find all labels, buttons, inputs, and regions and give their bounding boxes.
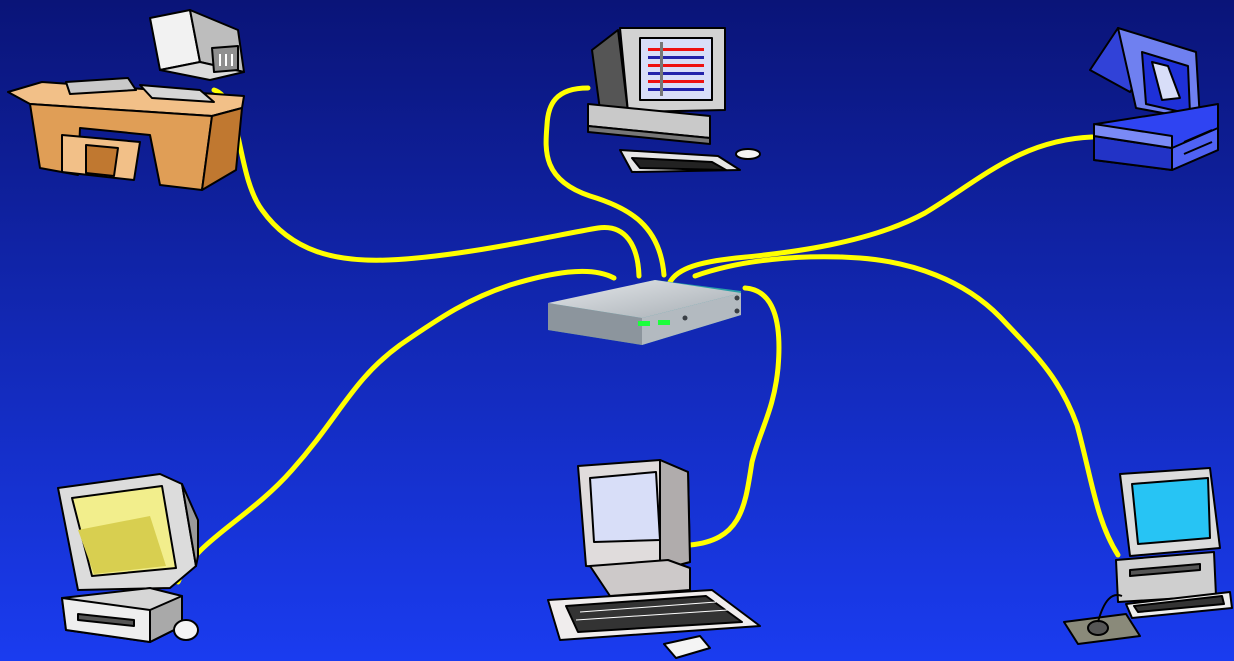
- yellow-screen-computer-icon: [58, 474, 198, 642]
- hub-led-right: [658, 320, 670, 325]
- hub-led-left: [638, 321, 650, 326]
